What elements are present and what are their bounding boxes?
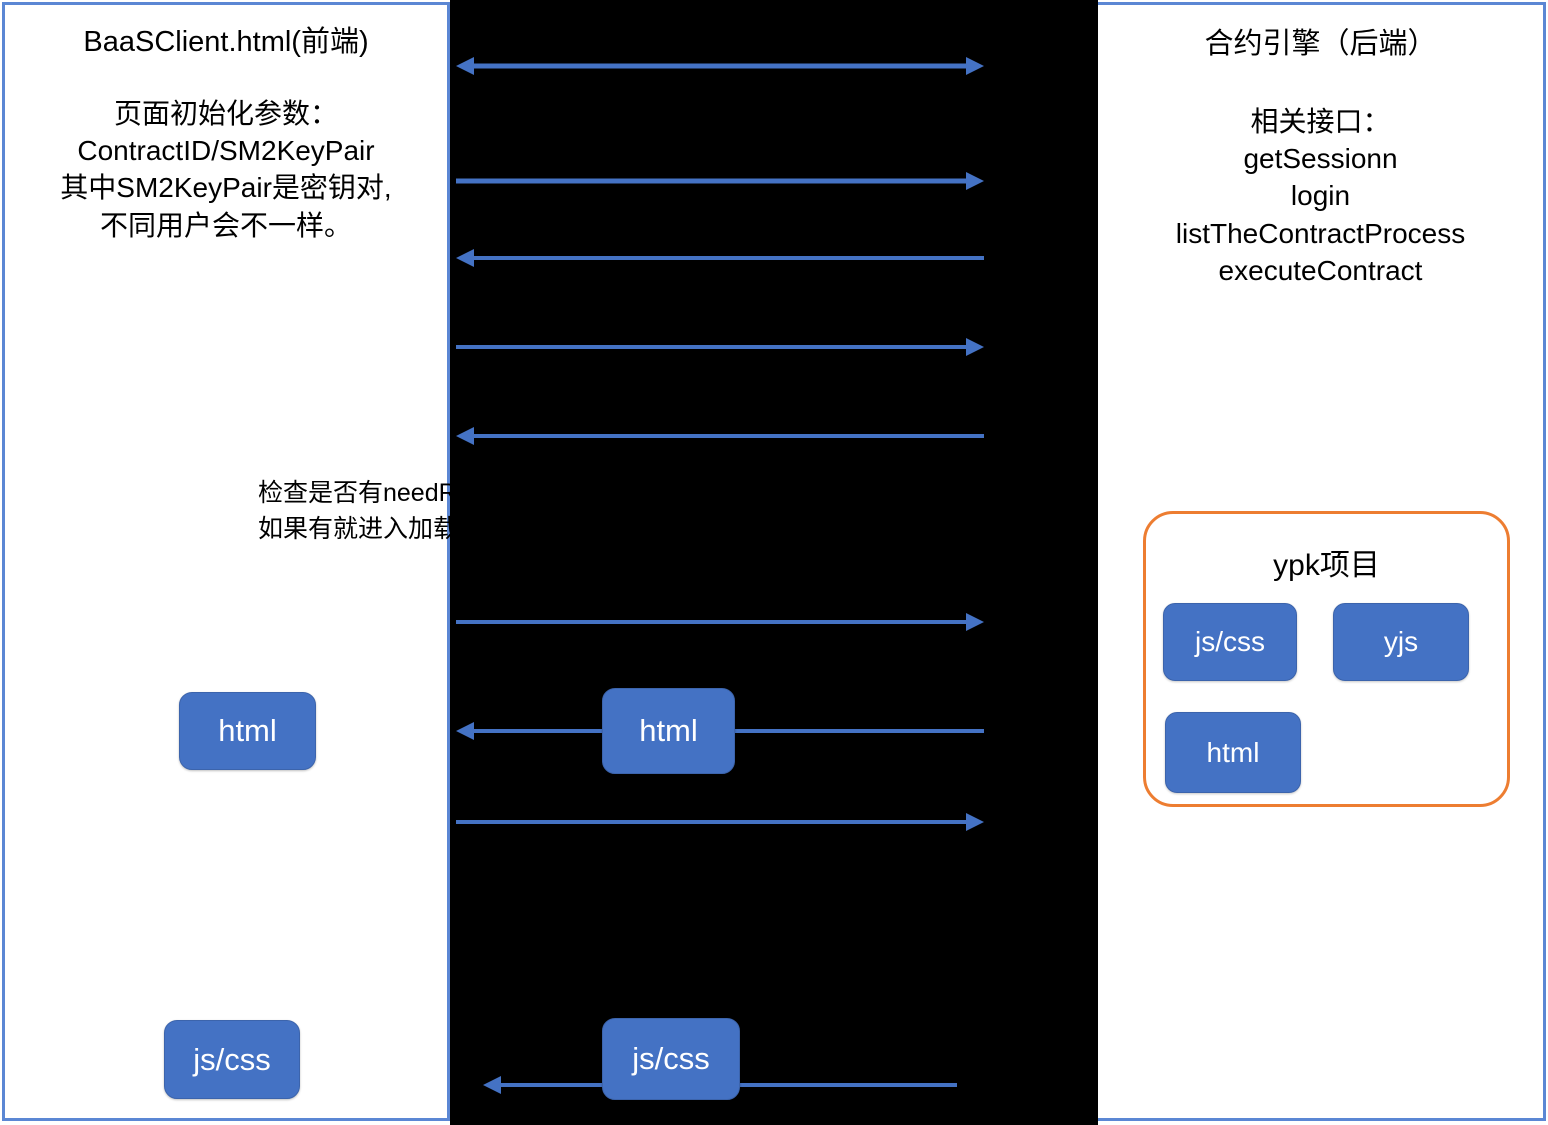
check-needr-note: 检查是否有needR 如果有就进入加载 [258, 479, 459, 543]
right-panel-backend: 合约引擎（后端） 相关接口： getSessionn login listThe… [1095, 2, 1546, 1121]
right-panel-body-text: 相关接口： getSessionn login listTheContractP… [1175, 106, 1466, 286]
ypk-item-html[interactable]: html [1165, 712, 1301, 793]
arrow-2-right [450, 170, 990, 192]
arrow-5-left [450, 425, 990, 447]
arrow-1-bidirectional [450, 55, 990, 77]
node-middle-js-css[interactable]: js/css [602, 1018, 740, 1100]
right-panel-title: 合约引擎（后端） [1204, 28, 1437, 60]
ypk-item-yjs[interactable]: yjs [1333, 603, 1469, 681]
arrow-3-left [450, 247, 990, 269]
node-left-js-css[interactable]: js/css [164, 1020, 300, 1099]
node-left-html[interactable]: html [179, 692, 316, 770]
ypk-project-group: ypk项目 js/css yjs html [1143, 511, 1510, 807]
arrow-8-right [450, 811, 990, 833]
left-panel-frontend: BaaSClient.html(前端) 页面初始化参数： ContractID/… [2, 2, 450, 1121]
left-panel-body-text: 页面初始化参数： ContractID/SM2KeyPair 其中SM2KeyP… [60, 98, 392, 241]
left-panel-title: BaaSClient.html(前端) [83, 26, 369, 58]
node-middle-html[interactable]: html [602, 688, 735, 774]
arrow-4-right [450, 336, 990, 358]
arrow-6-right [450, 611, 990, 633]
ypk-project-title: ypk项目 [1273, 549, 1380, 582]
middle-message-channel [450, 0, 1098, 1125]
ypk-item-js-css[interactable]: js/css [1163, 603, 1297, 681]
